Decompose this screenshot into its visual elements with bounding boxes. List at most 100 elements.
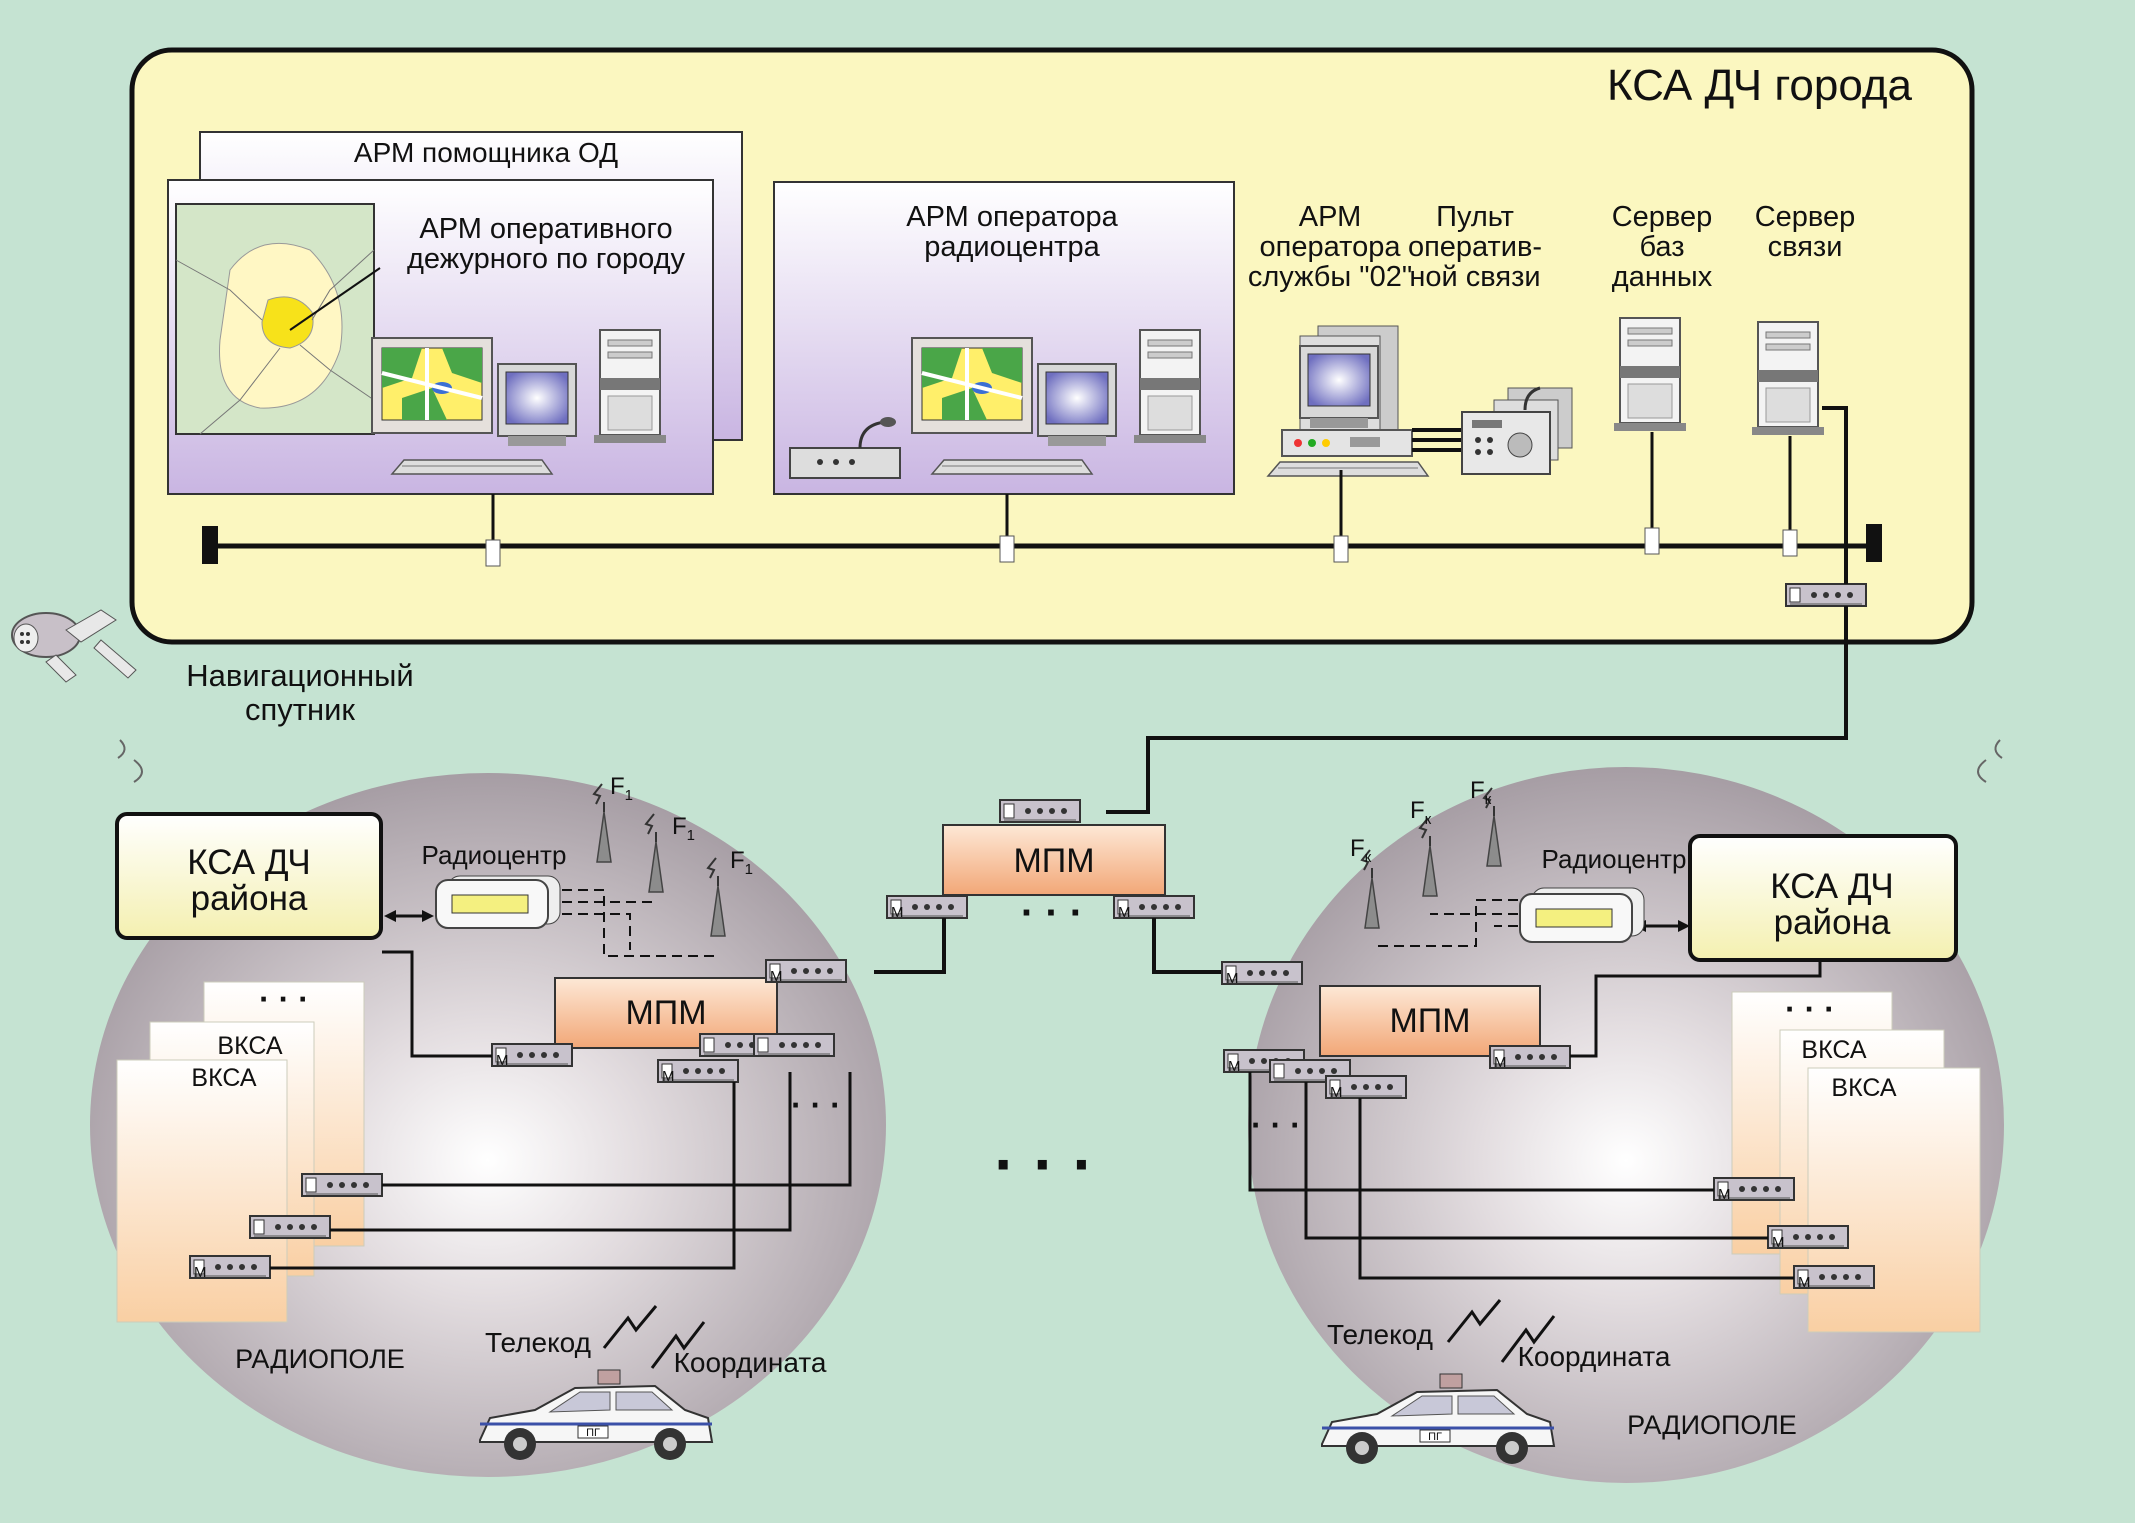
left-antenna-dashes — [562, 889, 718, 957]
satellite-left-icon — [11, 609, 137, 683]
right-vksa-links — [1248, 1072, 1794, 1280]
db-server-icon — [1613, 317, 1687, 432]
right-mpm-label: МПМ — [1389, 1002, 1470, 1040]
right-radiocenter-icon — [1519, 887, 1645, 943]
svg-text:M: M — [1226, 970, 1239, 987]
left-vksa-front — [116, 1059, 288, 1323]
center-to-left-link — [874, 918, 946, 974]
map-monitor-1 — [370, 336, 494, 435]
city-modem — [1785, 583, 1867, 607]
city-to-center-link — [1106, 606, 1848, 814]
tower-2 — [1133, 329, 1207, 444]
right-car-plate: ПГ — [1428, 1431, 1442, 1443]
satellite-waves — [117, 739, 2003, 783]
db-server-label-line2: баз — [1639, 231, 1684, 263]
svg-text:M: M — [496, 1052, 509, 1069]
center-modem-top — [999, 799, 1081, 823]
svg-text:M: M — [1798, 1274, 1811, 1291]
left-modem-b — [753, 1033, 835, 1057]
right-vksa-dots: · · · — [1785, 991, 1835, 1027]
comm-server-label-line1: Сервер — [1755, 201, 1856, 233]
console-label-line1: Пульт — [1436, 201, 1514, 233]
arm-radio-label-line2: радиоцентра — [924, 231, 1100, 263]
left-vksa-modem-2 — [249, 1215, 331, 1239]
city-map-icon — [175, 203, 381, 435]
center-mpm-dots: · · · — [1021, 891, 1083, 935]
db-server-label-line1: Сервер — [1612, 201, 1713, 233]
keyboard-1 — [391, 459, 553, 475]
svg-text:M: M — [891, 904, 904, 921]
left-mpm-label: МПМ — [625, 994, 706, 1032]
arm-02-label-line2: оператора — [1260, 231, 1402, 263]
left-vksa-links — [270, 1072, 852, 1270]
svg-text:M: M — [194, 1264, 207, 1281]
right-vksa-middle-label: ВКСА — [1801, 1036, 1866, 1064]
arm-02-label-line3: службы "02" — [1248, 261, 1412, 293]
satellite-label-line2: спутник — [245, 692, 355, 727]
right-coordinate-label: Координата — [1518, 1341, 1671, 1372]
left-arrow-head-b — [422, 910, 434, 922]
left-ksa-label-line2: района — [191, 879, 308, 918]
monitor-1 — [497, 363, 577, 447]
left-radiocenter-icon — [435, 875, 561, 929]
comm-server-icon — [1751, 321, 1825, 436]
city-title: КСА ДЧ города — [1607, 61, 1913, 110]
satellite-label-line1: Навигационный — [186, 658, 413, 693]
left-ksa-box[interactable] — [115, 812, 383, 940]
comm-server-label-line2: связи — [1768, 231, 1843, 263]
left-freq-1: F1 — [610, 773, 633, 804]
right-ksa-label-line1: КСА ДЧ — [1770, 867, 1893, 906]
svg-text:M: M — [1228, 1058, 1241, 1075]
right-antenna-dashes — [1372, 899, 1518, 947]
monitor-2 — [1037, 363, 1117, 447]
left-coordinate-label: Координата — [674, 1347, 827, 1378]
left-vksa-dots: · · · — [259, 981, 309, 1017]
arm-radio-label-line1: АРМ оператора — [906, 201, 1118, 233]
right-radiofield-label: РАДИОПОЛЕ — [1627, 1410, 1797, 1440]
right-ksa-label-line2: района — [1774, 903, 1891, 942]
center-gap-dots: · · · — [994, 1128, 1094, 1200]
right-ksa-to-mpm-link — [1570, 960, 1822, 1058]
right-freq-2: Fк — [1410, 797, 1432, 828]
svg-text:M: M — [1494, 1054, 1507, 1071]
right-arrow-head-b — [1678, 920, 1690, 932]
arm-02-workstation-icon — [1267, 325, 1429, 477]
left-freq-2: F1 — [672, 813, 695, 844]
tower-1 — [593, 329, 667, 444]
svg-text:M: M — [1118, 904, 1131, 921]
keyboard-2 — [931, 459, 1093, 475]
svg-text:M: M — [1718, 1186, 1731, 1203]
svg-text:M: M — [770, 968, 783, 985]
svg-text:M: M — [1330, 1084, 1343, 1101]
left-vksa-modem-1 — [301, 1173, 383, 1197]
center-mpm-box — [942, 824, 1166, 896]
right-mpm-dots: · · · — [1251, 1107, 1301, 1143]
right-ksa-box[interactable] — [1688, 834, 1958, 962]
left-ksa-to-mpm-link — [382, 950, 492, 1058]
left-arrow-head-a — [384, 910, 396, 922]
left-mpm-dots: · · · — [791, 1087, 841, 1123]
console-label-line3: ной связи — [1409, 261, 1540, 293]
left-car-plate: ПГ — [586, 1427, 600, 1439]
comm-server-modem-link — [1822, 406, 1848, 584]
lan-bus — [202, 432, 1882, 567]
right-vksa-front — [1807, 1067, 1981, 1333]
arm-assistant-label: АРМ помощника ОД — [354, 137, 618, 168]
arm-02-label-line1: АРМ — [1299, 201, 1362, 233]
left-vksa-middle-label: ВКСА — [217, 1032, 282, 1060]
right-mpm-box — [1319, 985, 1541, 1057]
center-mpm-label: МПМ — [1013, 842, 1094, 880]
left-radiocenter-label: Радиоцентр — [422, 840, 567, 870]
arm-duty-label-line2: дежурного по городу — [407, 243, 686, 275]
center-to-right-link — [1152, 918, 1222, 974]
db-server-label-line3: данных — [1612, 261, 1713, 293]
radio-console-icon — [789, 417, 901, 479]
right-vksa-front-label: ВКСА — [1831, 1074, 1896, 1102]
console-icon — [1461, 386, 1573, 475]
console-label-line2: оператив- — [1408, 231, 1542, 263]
modem-letters: M M M M M M M M M M M M M — [194, 904, 1811, 1291]
right-radiocenter-label: Радиоцентр — [1542, 844, 1687, 874]
map-monitor-2 — [910, 336, 1034, 435]
left-telecode-label: Телекод — [485, 1327, 591, 1358]
